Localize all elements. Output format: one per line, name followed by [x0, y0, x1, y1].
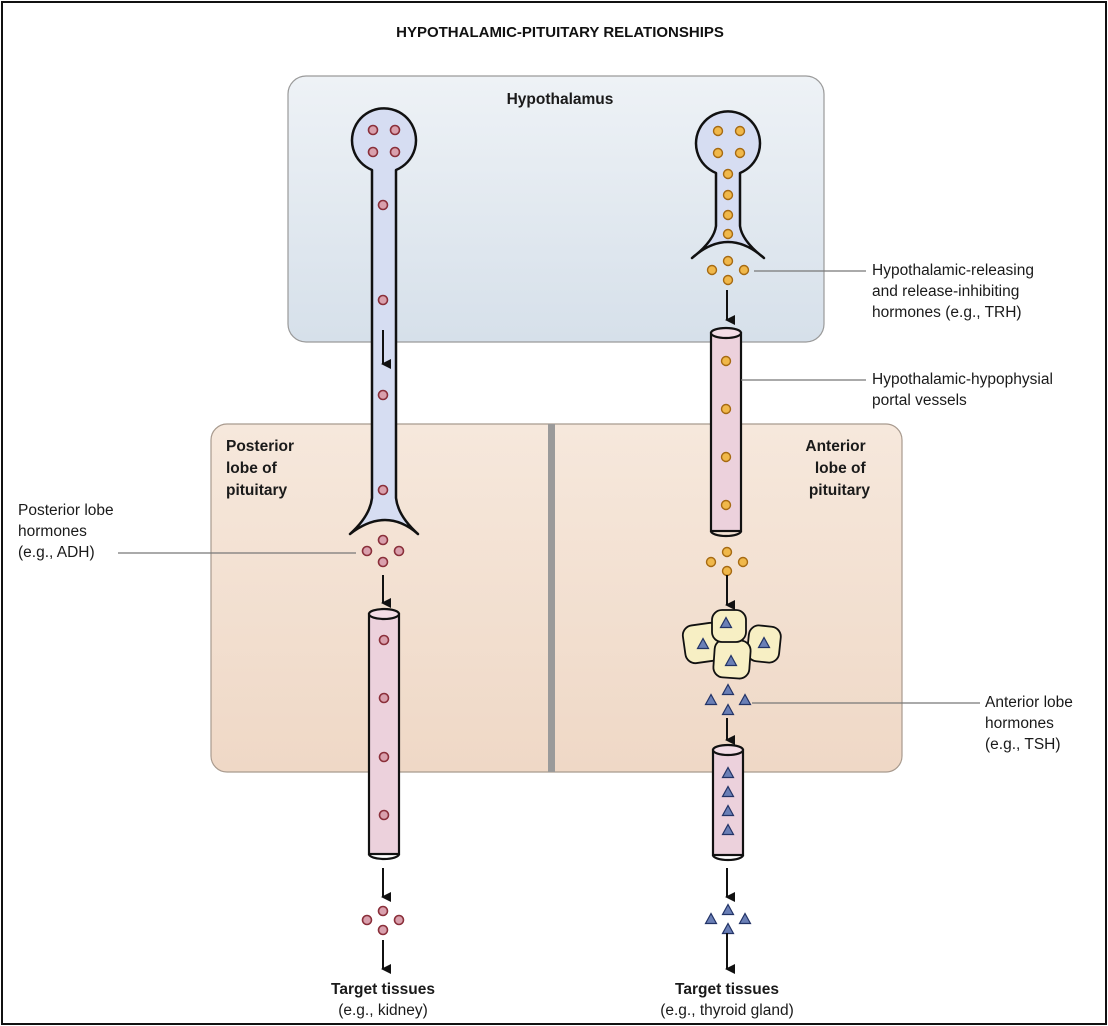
tsh-vessel-triangle — [721, 823, 735, 836]
anterior-pituitary-cells — [681, 609, 782, 680]
tsh-released-triangle — [721, 703, 735, 716]
adh-vessel-dot — [378, 692, 390, 704]
trh-dot — [722, 168, 734, 180]
trh-dot — [712, 125, 724, 137]
target-tissues-left-example: (e.g., kidney) — [338, 1002, 428, 1019]
trh-dot — [722, 228, 734, 240]
tsh-cell-triangle — [757, 636, 771, 649]
trh-portal-dot — [720, 355, 732, 367]
hypothalamic-neuron — [690, 110, 766, 260]
tsh-vessel-triangle — [721, 785, 735, 798]
trh-portal-dot — [720, 403, 732, 415]
posterior-hormones-label: Posterior lobe hormones (e.g., ADH) — [18, 502, 118, 561]
trh-exit-dot — [721, 546, 733, 558]
leader-lines — [118, 270, 980, 704]
trh-portal-dot — [720, 499, 732, 511]
anterior-hormones-label: Anterior lobe hormones (e.g., TSH) — [985, 694, 1077, 753]
adh-target-dot — [393, 914, 405, 926]
trh-dot — [712, 147, 724, 159]
trh-dot — [722, 209, 734, 221]
adh-dot — [377, 484, 389, 496]
arrows — [381, 290, 735, 974]
adh-released-dot — [377, 556, 389, 568]
tsh-target-triangle — [704, 912, 718, 925]
adh-dot — [367, 146, 379, 158]
adh-target-dot — [361, 914, 373, 926]
posterior-blood-vessel — [367, 607, 401, 861]
tsh-cell-triangle — [724, 654, 738, 667]
tsh-target-triangle — [721, 903, 735, 916]
hormone-marks — [361, 124, 771, 936]
diagram-title: HYPOTHALAMIC-PITUITARY RELATIONSHIPS — [396, 24, 724, 41]
trh-dot — [722, 189, 734, 201]
adh-vessel-dot — [378, 751, 390, 763]
tsh-released-triangle — [721, 683, 735, 696]
posterior-neuron — [348, 107, 420, 536]
adh-dot — [377, 199, 389, 211]
tsh-target-triangle — [721, 922, 735, 935]
adh-released-dot — [393, 545, 405, 557]
trh-released-dot — [722, 255, 734, 267]
trh-released-dot — [738, 264, 750, 276]
adh-vessel-dot — [378, 634, 390, 646]
adh-dot — [389, 124, 401, 136]
tsh-vessel-triangle — [721, 804, 735, 817]
pituitary-divider — [548, 424, 555, 772]
trh-exit-dot — [721, 565, 733, 577]
adh-target-dot — [377, 924, 389, 936]
adh-dot — [377, 294, 389, 306]
trh-portal-dot — [720, 451, 732, 463]
anterior-blood-vessel — [711, 743, 745, 862]
anterior-lobe-label: Anterior lobe of pituitary — [805, 438, 870, 499]
adh-dot — [389, 146, 401, 158]
adh-dot — [367, 124, 379, 136]
portal-vessels-label: Hypothalamic-hypophysial portal vessels — [872, 371, 1057, 409]
trh-released-dot — [706, 264, 718, 276]
trh-dot — [734, 147, 746, 159]
adh-dot — [377, 389, 389, 401]
posterior-lobe-label: Posterior lobe of pituitary — [226, 438, 298, 499]
hypothalamus-label: Hypothalamus — [507, 91, 614, 108]
adh-vessel-dot — [378, 809, 390, 821]
hypothalamus-region — [287, 75, 825, 343]
tsh-released-triangle — [738, 693, 752, 706]
target-tissues-right-title: Target tissues — [675, 981, 779, 998]
tsh-cell-triangle — [719, 616, 733, 629]
target-tissues-left-title: Target tissues — [331, 981, 435, 998]
adh-released-dot — [361, 545, 373, 557]
releasing-hormones-label: Hypothalamic-releasing and release-inhib… — [872, 262, 1038, 321]
trh-dot — [734, 125, 746, 137]
tsh-cell-triangle — [696, 637, 710, 650]
tsh-released-triangle — [704, 693, 718, 706]
tsh-vessel-triangle — [721, 766, 735, 779]
trh-exit-dot — [705, 556, 717, 568]
trh-exit-dot — [737, 556, 749, 568]
tsh-target-triangle — [738, 912, 752, 925]
target-tissues-right-example: (e.g., thyroid gland) — [660, 1002, 794, 1019]
trh-released-dot — [722, 274, 734, 286]
pituitary-region — [210, 423, 903, 773]
adh-released-dot — [377, 534, 389, 546]
adh-target-dot — [377, 905, 389, 917]
